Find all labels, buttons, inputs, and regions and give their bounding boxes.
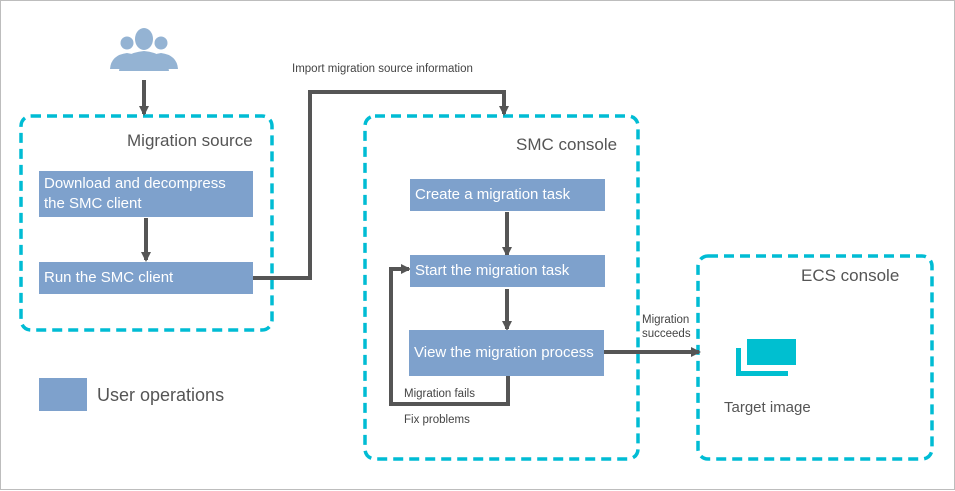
ecs-console-title: ECS console [801, 266, 900, 285]
step-download-decompress-client[interactable]: Download and decompress the SMC client [39, 171, 253, 217]
fix-problems-label: Fix problems [404, 414, 470, 426]
arrow-import-source-info [253, 90, 509, 280]
migration-fails-label: Migration fails [404, 388, 475, 400]
legend-user-operations-swatch [39, 378, 87, 411]
smc-console-title: SMC console [516, 135, 618, 154]
step-run-smc-client[interactable]: Run the SMC client [39, 262, 253, 294]
migration-succeeds-label-line2: succeeds [642, 328, 691, 340]
legend-user-operations-label: User operations [97, 385, 225, 405]
import-source-info-label: Import migration source information [292, 63, 473, 75]
target-image-icon [736, 339, 796, 376]
migration-succeeds-label-line1: Migration [642, 314, 690, 326]
step-start-migration-task[interactable]: Start the migration task [410, 255, 605, 287]
step-create-migration-task[interactable]: Create a migration task [410, 179, 605, 211]
users-group-icon [110, 28, 178, 71]
arrow-migration-fails-loop [389, 264, 510, 406]
ecs-console-container [696, 254, 934, 461]
migration-source-title: Migration source [127, 131, 253, 150]
step-view-migration-process[interactable]: View the migration process [409, 330, 604, 376]
migration-source-container [19, 114, 274, 332]
target-image-label: Target image [724, 399, 811, 416]
smc-console-container [363, 114, 640, 461]
